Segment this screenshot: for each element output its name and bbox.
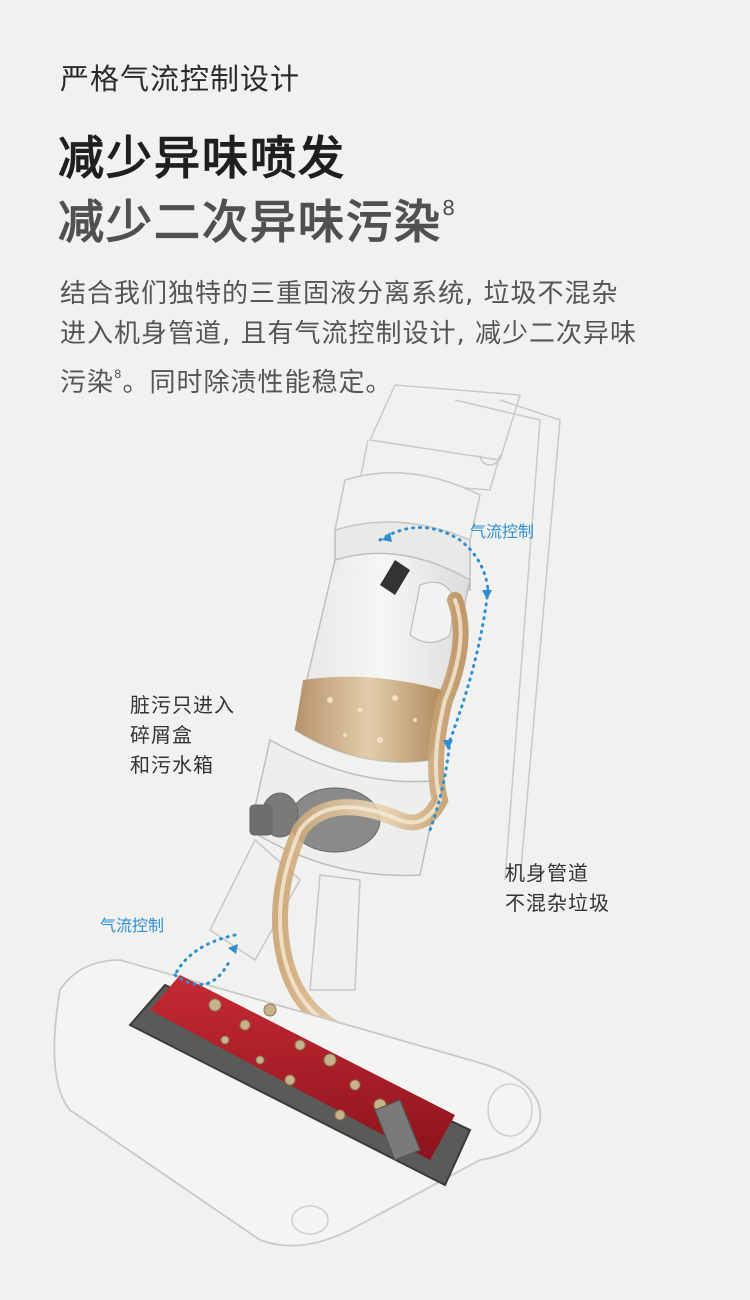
description: 结合我们独特的三重固液分离系统, 垃圾不混杂 进入机身管道, 且有气流控制设计,… (60, 274, 660, 403)
dirt-in-line-2: 碎屑盒 (130, 723, 193, 747)
headline-secondary: 减少二次异味污染8 (58, 186, 457, 252)
airflow-paths (173, 526, 490, 986)
headline-secondary-text: 减少二次异味污染 (58, 195, 442, 249)
eyebrow-title: 严格气流控制设计 (60, 62, 301, 96)
headline-primary: 减少异味喷发 (58, 131, 346, 185)
description-line-2: 进入机身管道, 且有气流控制设计, 减少二次异味 (60, 319, 638, 349)
pipe-line-1: 机身管道 (505, 861, 589, 885)
separator (380, 560, 410, 595)
pipe-connector (374, 1099, 421, 1161)
description-line-1: 结合我们独特的三重固液分离系统, 垃圾不混杂 (60, 279, 619, 309)
tank-lid (334, 472, 481, 542)
pipe-line-2: 不混杂垃圾 (505, 891, 610, 915)
footnote-marker: 8 (442, 196, 458, 221)
airflow-label-bottom: 气流控制 (100, 916, 165, 935)
airflow-label-top: 气流控制 (470, 522, 535, 541)
dirt-in-line-1: 脏污只进入 (130, 693, 235, 717)
airflow-arrows (228, 532, 492, 954)
description-line-3-end: 。同时除渍性能稳定。 (122, 367, 393, 398)
dirt-in-label: 脏污只进入 碎屑盒 和污水箱 (130, 690, 235, 780)
wheel-grille (487, 1083, 533, 1137)
vacuum-illustration (53, 384, 561, 1247)
pipe-label: 机身管道 不混杂垃圾 (505, 858, 610, 918)
footnote-marker: 8 (114, 367, 123, 381)
description-line-3: 污染8。同时除渍性能稳定。 (60, 354, 660, 403)
dirty-water (295, 676, 443, 762)
description-line-3-start: 污染 (60, 367, 115, 398)
debris (208, 998, 411, 1131)
handle-outline (359, 384, 561, 881)
dirt-in-line-3: 和污水箱 (130, 753, 214, 777)
